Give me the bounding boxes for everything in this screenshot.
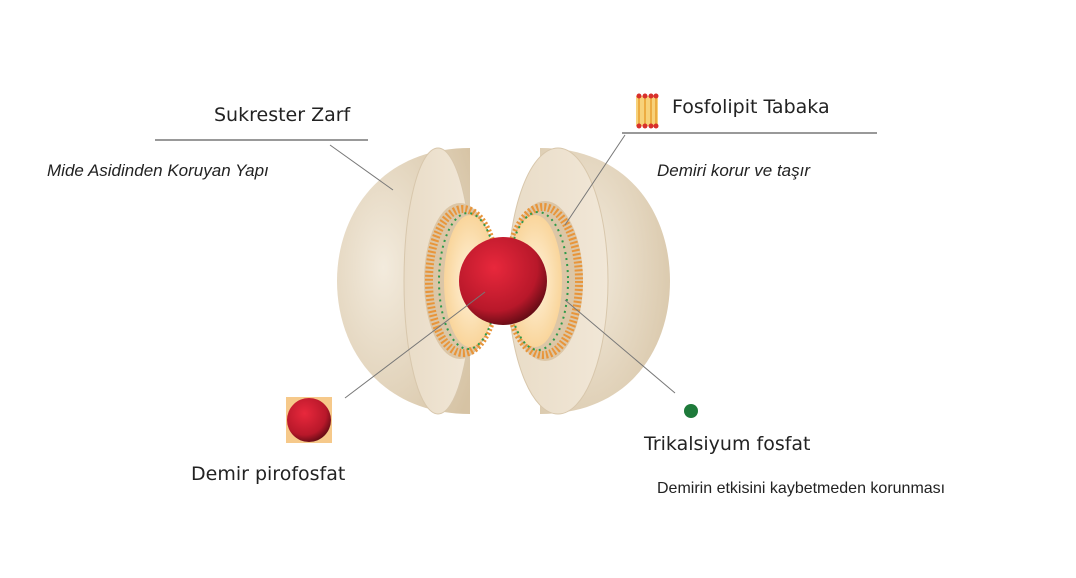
iron-core: [459, 237, 547, 325]
sucrester-shell-left: [337, 147, 501, 415]
iron-sphere-icon: [286, 397, 332, 443]
leader-lines: [155, 132, 877, 399]
shell-description: Mide Asidinden Koruyan Yapı: [47, 161, 269, 180]
core-title: Demir pirofosfat: [191, 463, 346, 485]
layer-title: Fosfolipit Tabaka: [672, 96, 830, 118]
phosphate-description: Demirin etkisini kaybetmeden korunması: [657, 480, 946, 497]
layer-description: Demiri korur ve taşır: [657, 161, 811, 180]
phosphate-dot-icon: [684, 404, 698, 418]
shell-title: Sukrester Zarf: [214, 104, 351, 126]
phosphate-title: Trikalsiyum fosfat: [644, 433, 811, 455]
phospholipid-icon: [636, 93, 659, 129]
